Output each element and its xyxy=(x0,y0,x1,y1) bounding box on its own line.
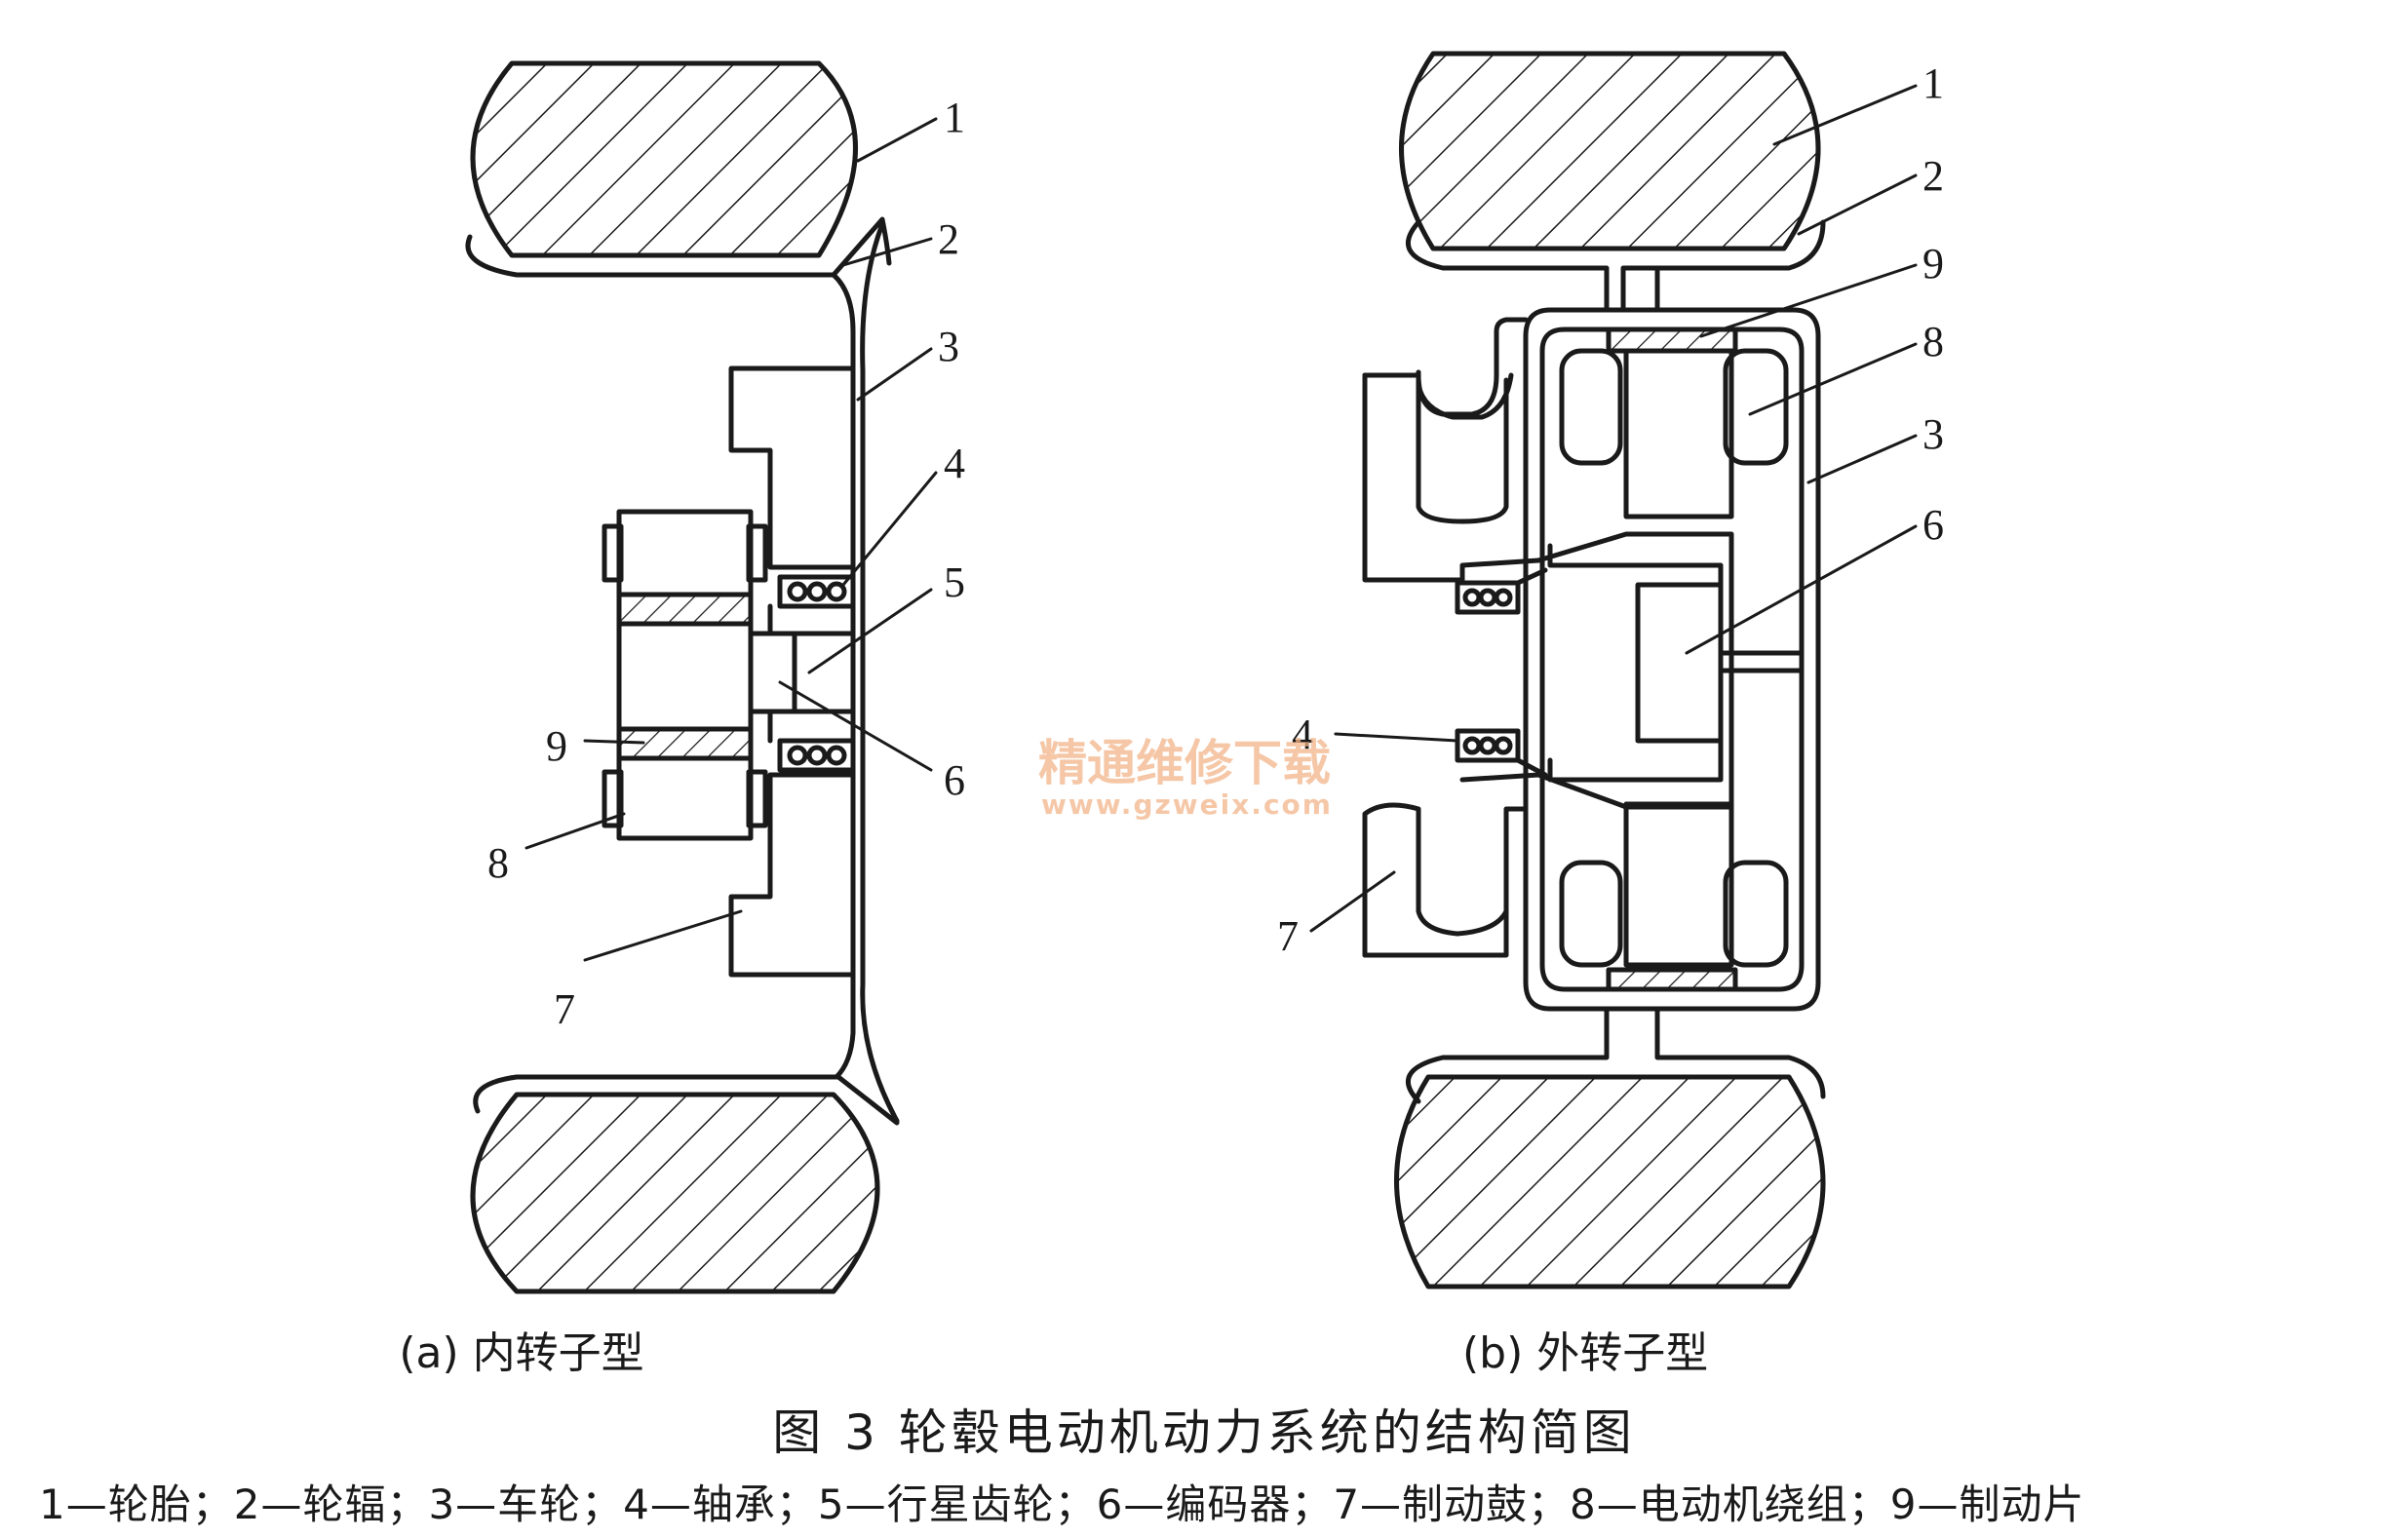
drum-b-bottom xyxy=(1362,802,1529,958)
bearing-a-top xyxy=(777,574,856,609)
label-a-8: 8 xyxy=(487,839,509,887)
figure-title: 图 3 轮毂电动机动力系统的结构简图 xyxy=(772,1404,1636,1461)
wheel-a-outer xyxy=(860,221,900,1124)
rotor-housing-b-inner xyxy=(1539,327,1805,992)
winding-b-top-left xyxy=(1559,348,1623,466)
label-b-8: 8 xyxy=(1923,318,1944,365)
winding-a-bottom xyxy=(616,755,754,841)
stator-b-bottom xyxy=(1623,801,1734,968)
label-b-2: 2 xyxy=(1923,152,1944,200)
bearing-b-top xyxy=(1455,580,1521,615)
rotor-a-center xyxy=(616,621,754,732)
labels-b: 1 2 9 8 3 6 4 7 xyxy=(1277,59,1944,960)
brake-pad-a-top xyxy=(616,592,754,627)
brake-pad-b-bottom xyxy=(1606,967,1738,992)
drum-b-top-outer xyxy=(1362,372,1509,524)
spoke-b-bottom xyxy=(1406,1006,1826,1104)
label-b-4: 4 xyxy=(1292,711,1313,758)
tire-a-top xyxy=(470,60,858,258)
winding-b-top-right xyxy=(1723,348,1789,466)
figure-legend: 1—轮胎；2—轮辐；3—车轮；4—轴承；5—行星齿轮；6—编码器；7—制动鼓；8… xyxy=(39,1480,2085,1528)
diagram-b-outer-rotor xyxy=(1309,51,1918,1289)
winding-b-bottom-right xyxy=(1723,860,1789,968)
label-a-9: 9 xyxy=(546,722,567,770)
watermark: 精通维修下载 www.gzweix.com xyxy=(1038,735,1333,821)
label-a-7: 7 xyxy=(554,985,575,1033)
tire-b-top xyxy=(1399,51,1821,251)
wheel-a-inner xyxy=(831,272,856,1080)
tire-b-bottom xyxy=(1394,1074,1826,1289)
caption-b: (b) 外转子型 xyxy=(1462,1328,1709,1378)
winding-b-bottom-left xyxy=(1559,860,1623,968)
rotor-housing-b-outer xyxy=(1523,307,1821,1012)
bearing-a-bottom xyxy=(777,738,856,773)
bearing-b-bottom xyxy=(1455,728,1521,763)
label-b-6: 6 xyxy=(1923,501,1944,549)
label-b-3: 3 xyxy=(1923,410,1944,458)
spoke-a-top xyxy=(465,216,892,278)
encoder-a xyxy=(748,631,797,714)
winding-a-top xyxy=(616,509,754,597)
housing-a-bottom xyxy=(728,772,856,978)
label-a-3: 3 xyxy=(938,323,959,370)
diagram-a-inner-rotor xyxy=(465,60,938,1294)
watermark-text: 精通维修下载 xyxy=(1038,735,1331,791)
stator-b-top xyxy=(1623,348,1734,519)
encoder-b-link xyxy=(1718,650,1805,673)
label-b-7: 7 xyxy=(1277,912,1299,960)
drum-b-top xyxy=(1416,317,1529,417)
label-a-4: 4 xyxy=(944,440,965,487)
caption-a: (a) 内转子型 xyxy=(399,1328,644,1378)
label-a-1: 1 xyxy=(944,94,965,141)
labels-a: 1 2 3 4 5 6 7 8 9 xyxy=(487,94,965,1033)
tire-a-bottom xyxy=(470,1092,880,1294)
label-a-2: 2 xyxy=(938,215,959,263)
watermark-url: www.gzweix.com xyxy=(1041,788,1333,821)
label-b-1: 1 xyxy=(1923,59,1944,107)
encoder-b xyxy=(1635,582,1724,744)
label-b-9: 9 xyxy=(1923,240,1944,288)
label-a-6: 6 xyxy=(944,756,965,804)
spoke-a-bottom xyxy=(473,1074,900,1126)
label-a-5: 5 xyxy=(944,558,965,606)
housing-a-top xyxy=(728,365,856,570)
